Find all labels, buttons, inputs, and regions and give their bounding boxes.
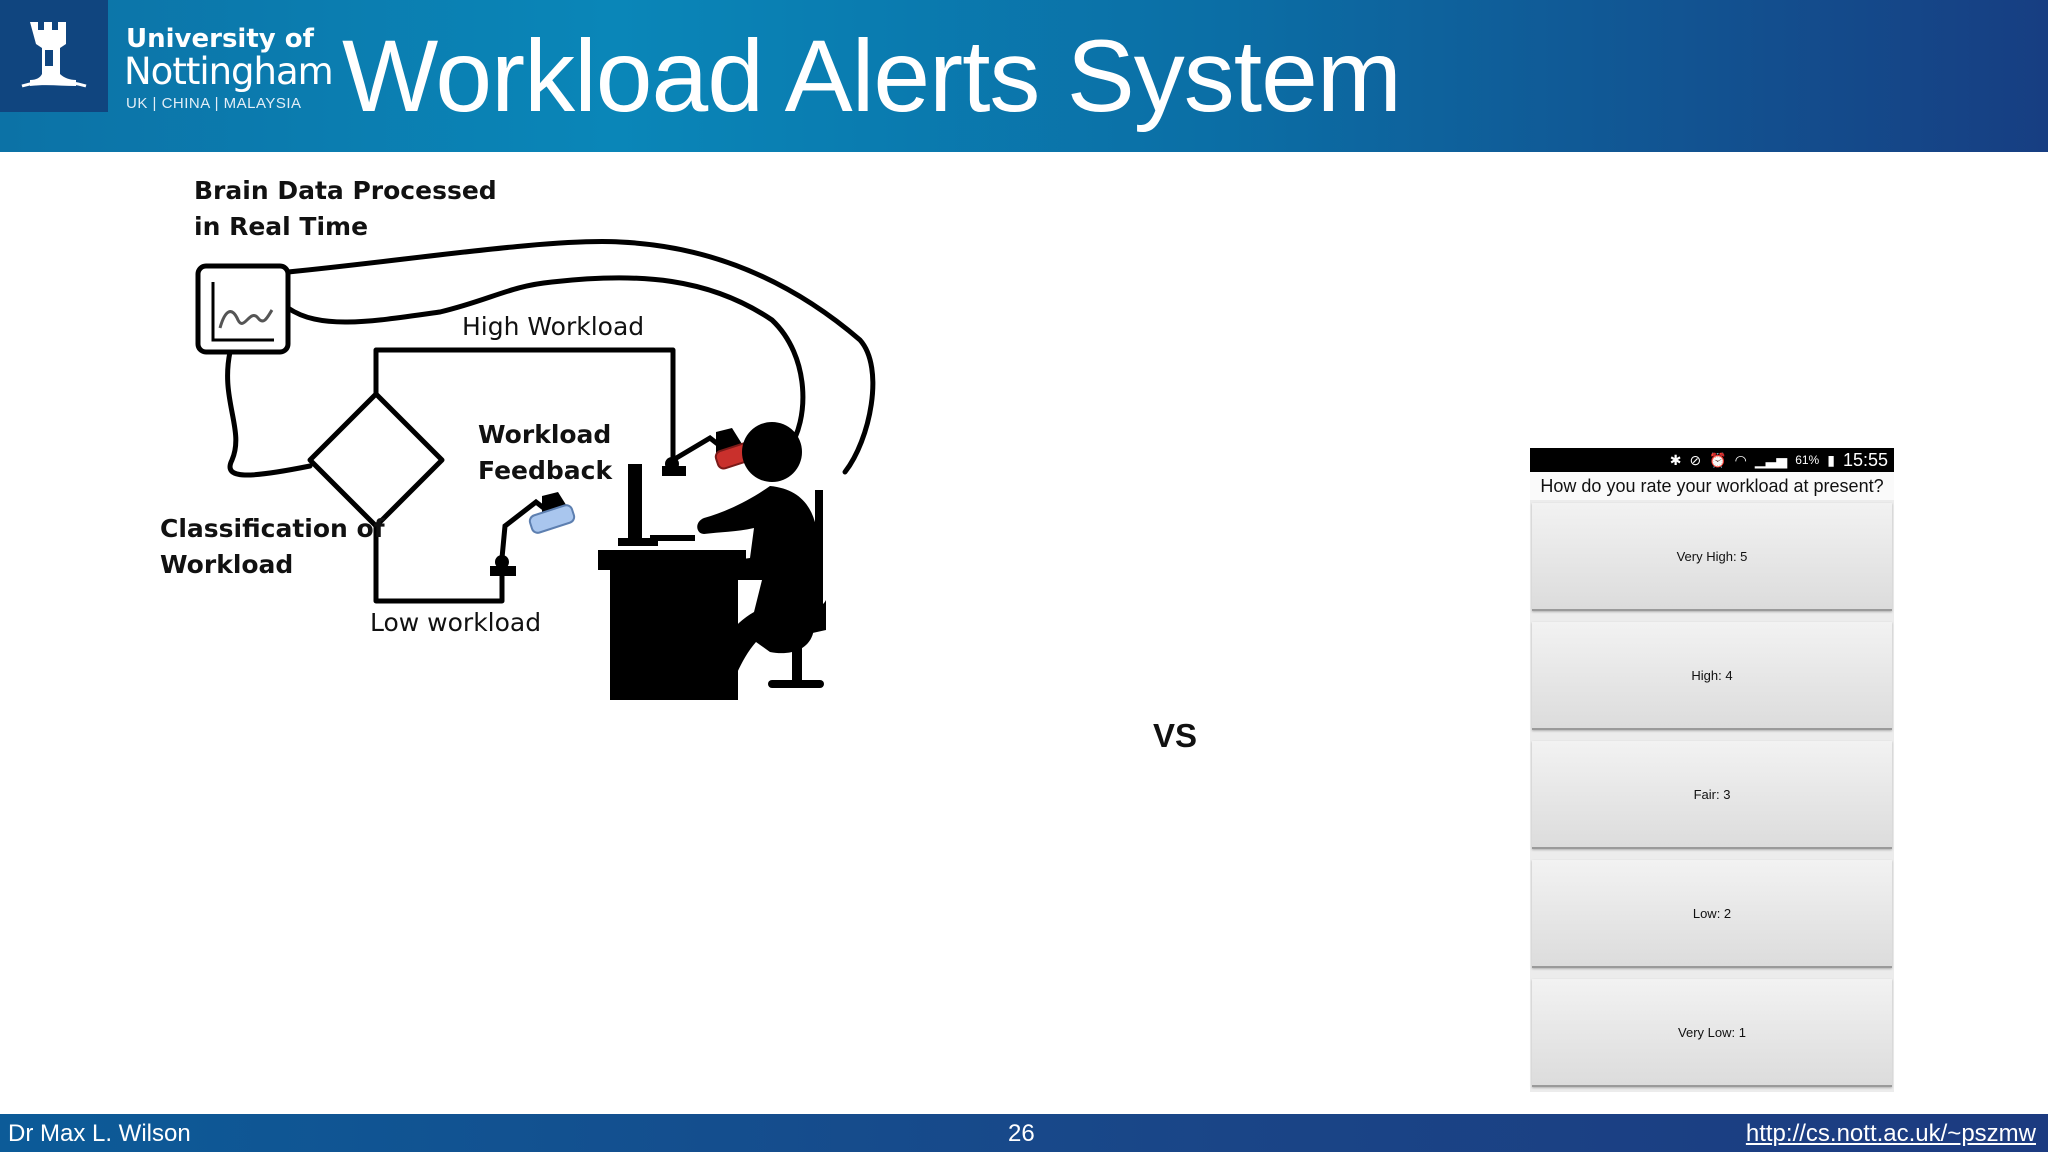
workload-feedback-label-line1: Workload [478,420,612,449]
phone-questionnaire: ✱ ⊘ ⏰ ◠ ▁▃▅ 61% ▮ 15:55 How do you rate … [1530,448,1894,1092]
page-number: 26 [1008,1120,1035,1147]
alarm-icon: ⏰ [1709,451,1727,468]
rating-button-very-high[interactable]: Very High: 5 [1532,503,1892,611]
person-at-desk [598,422,826,700]
rating-button-high[interactable]: High: 4 [1532,622,1892,730]
author-name: Dr Max L. Wilson [8,1120,191,1147]
low-workload-lamp [490,492,576,576]
battery-icon: ▮ [1827,451,1835,468]
classifier-diamond [307,391,445,529]
bluetooth-icon: ✱ [1669,451,1682,468]
low-workload-label: Low workload [370,608,542,637]
versus-label: VS [1153,717,1198,754]
rating-button-low[interactable]: Low: 2 [1532,860,1892,968]
castle-icon [21,22,87,88]
wifi-icon: ◠ [1734,451,1747,468]
classification-label-line1: Classification of [160,514,385,543]
rating-button-very-low[interactable]: Very Low: 1 [1532,979,1892,1087]
author-url-link[interactable]: http://cs.nott.ac.uk/~pszmw [1745,1120,2036,1147]
slide-header: University of Nottingham UK | CHINA | MA… [0,0,2048,152]
university-logo [0,0,108,112]
slide-title: Workload Alerts System [342,19,1402,133]
diagram-graphics [195,239,876,700]
university-name-line2: Nottingham [124,50,334,93]
mute-icon: ⊘ [1689,451,1702,468]
slide-footer: Dr Max L. Wilson 26 http://cs.nott.ac.uk… [0,1114,2048,1152]
phone-status-bar: ✱ ⊘ ⏰ ◠ ▁▃▅ 61% ▮ 15:55 [1530,448,1894,472]
wire-to-head-inner [285,275,806,453]
workload-question: How do you rate your workload at present… [1530,472,1894,500]
high-workload-lamp [662,428,760,476]
wire-to-head-outer [285,239,876,475]
rating-button-fair[interactable]: Fair: 3 [1532,741,1892,849]
university-campuses: UK | CHINA | MALAYSIA [126,95,302,112]
brain-data-label-line1: Brain Data Processed [194,176,497,205]
brain-data-label-line2: in Real Time [194,212,369,241]
battery-percent: 61% [1795,453,1820,467]
signal-icon: ▁▃▅ [1754,451,1788,468]
high-workload-path [373,347,676,465]
wire-box-to-classifier [225,349,313,478]
low-workload-path [373,523,505,604]
phone-clock: 15:55 [1842,449,1888,470]
workload-feedback-diagram: Brain Data Processed in Real Time High W… [150,160,910,720]
workload-feedback-label-line2: Feedback [478,456,613,485]
classification-label-line2: Workload [160,550,294,579]
university-name-line1: University of [126,24,314,54]
high-workload-label: High Workload [462,312,645,341]
